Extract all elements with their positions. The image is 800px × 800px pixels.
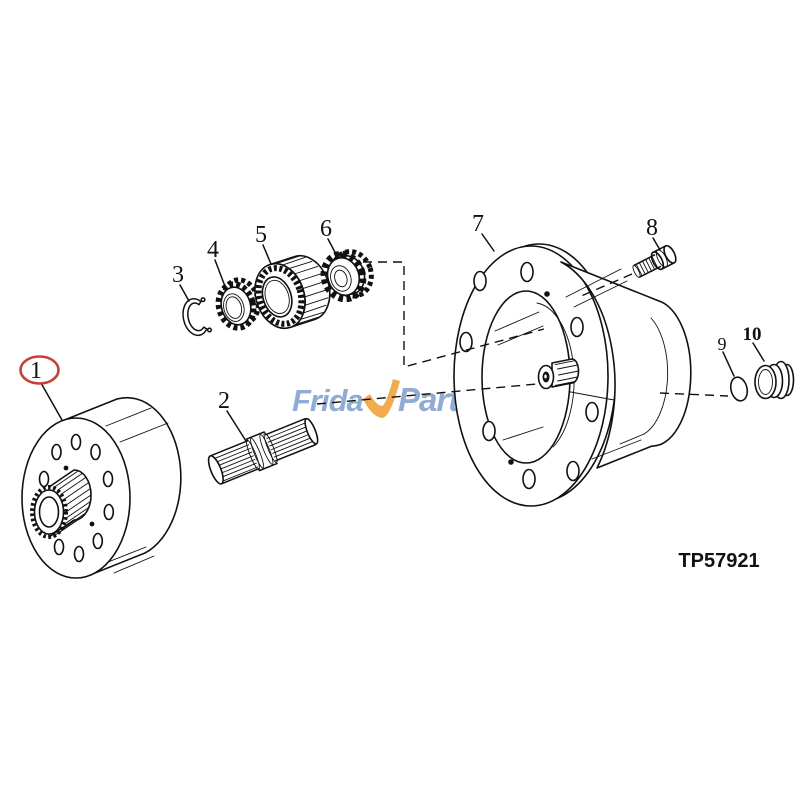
part-planet-pinion-carrier [21, 396, 182, 579]
centerline-pinion-path [363, 261, 545, 368]
part-snap-ring [182, 297, 213, 336]
callout-2-leader [226, 410, 247, 442]
callout-leader-lines [40, 233, 765, 442]
callout-6-leader [327, 238, 338, 257]
callout-6: 6 [320, 216, 332, 242]
callout-1: 1 [30, 358, 42, 384]
callout-3-leader [179, 284, 190, 302]
callout-labels: 1 2 3 4 5 6 7 8 9 10 [19, 211, 762, 414]
callout-5-leader [262, 244, 272, 265]
callout-5: 5 [255, 222, 267, 248]
callout-8: 8 [646, 215, 658, 241]
callout-4: 4 [207, 237, 219, 263]
housing-center-hub [537, 358, 580, 390]
housing-flange-holes [459, 261, 599, 490]
callout-2: 2 [218, 388, 230, 414]
callout-8-leader [652, 237, 661, 251]
callout-9: 9 [718, 334, 727, 354]
part-roller-bearing-cage [254, 254, 331, 330]
part-sun-gear-shaft [207, 417, 319, 485]
carrier-splined-hub [30, 469, 92, 539]
callout-9-leader [722, 351, 735, 377]
part-o-ring [729, 376, 749, 402]
part-final-drive-housing [453, 243, 692, 507]
callout-3: 3 [172, 262, 184, 288]
highlight-circle [19, 355, 60, 385]
callout-4-leader [214, 259, 227, 290]
callout-1-leader [40, 382, 63, 421]
assembly-centerlines [316, 261, 729, 405]
centerline-screw-path [578, 273, 633, 298]
callout-7-leader [481, 233, 495, 252]
part-cap-screw [632, 244, 677, 278]
callout-10: 10 [743, 324, 762, 345]
drawing-number: TP57921 [678, 550, 759, 572]
centerline-shaft-to-housing [316, 383, 538, 405]
centerline-housing-to-plug [659, 392, 729, 397]
callout-10-leader [752, 342, 765, 362]
watermark-swoosh-icon [363, 379, 400, 418]
part-plug-cap [754, 360, 795, 400]
part-toothed-washer [215, 277, 261, 331]
callout-7: 7 [472, 211, 484, 237]
